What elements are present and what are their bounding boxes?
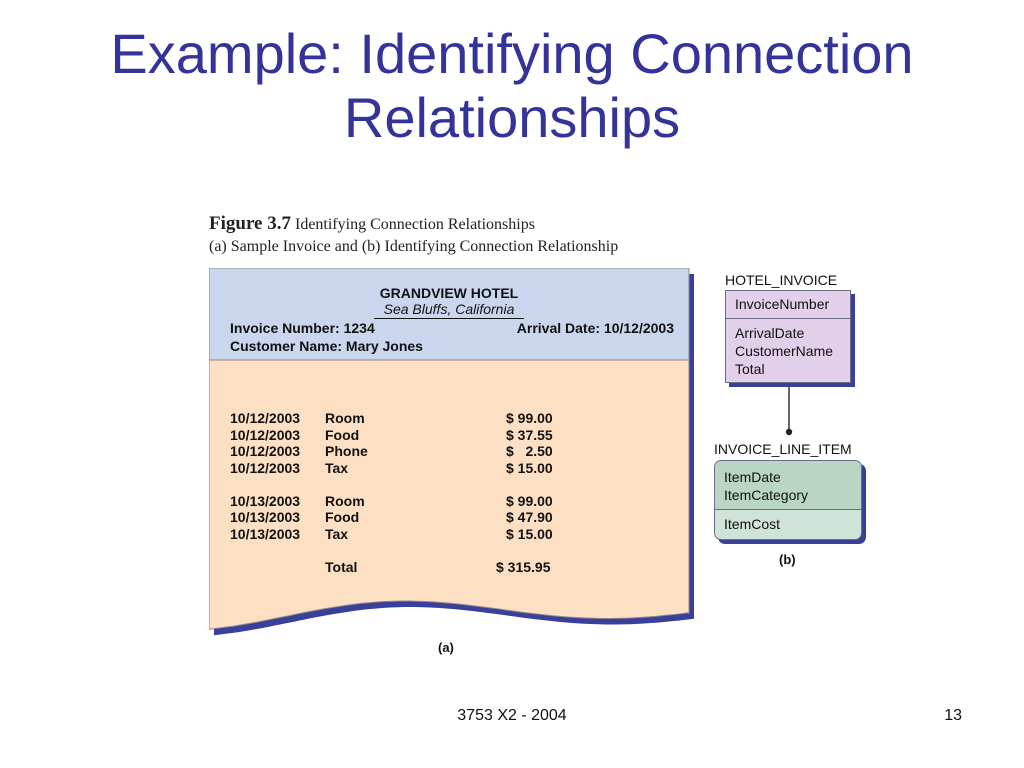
total-amount: $ 315.95 [496,558,551,575]
total-label: Total [325,558,358,575]
slide-footer: 3753 X2 - 2004 [457,707,567,724]
slide-title-line1: Example: Identifying Connection [110,22,914,85]
entity-key-attribute: InvoiceNumber [735,296,830,312]
invoice-line-item-entity: ItemDate ItemCategory ItemCost [714,460,862,540]
invoice-header-band [209,268,690,361]
arrival-date: Arrival Date: 10/12/2003 [516,320,674,336]
figure-number: Figure 3.7 [209,213,291,234]
sample-invoice: GRANDVIEW HOTEL Sea Bluffs, California I… [209,268,695,650]
entity-attribute: CustomerName [735,343,834,359]
entity-key-attribute: ItemCategory [724,487,809,503]
figure-caption: Figure 3.7 Identifying Connection Relati… [209,212,618,257]
figure-subtitle: (a) Sample Invoice and (b) Identifying C… [209,238,619,255]
slide-title: Example: Identifying Connection Relation… [0,22,1024,150]
entity-attribute: Total [735,361,765,377]
customer-name: Customer Name: Mary Jones [230,338,423,354]
invoice-line-item-entity-name: INVOICE_LINE_ITEM [714,441,852,457]
invoice-paper-shape [209,268,694,636]
figure-title: Identifying Connection Relationships [294,216,535,233]
label-b: (b) [779,552,796,567]
hotel-invoice-entity-name: HOTEL_INVOICE [725,272,838,288]
invoice-total: Total $ 315.95 [230,559,570,577]
label-a: (a) [438,640,454,655]
page-number: 13 [944,707,962,724]
connector-dot [785,428,793,436]
hotel-invoice-entity: InvoiceNumber ArrivalDate CustomerName T… [725,290,851,383]
entity-attribute: ArrivalDate [735,325,805,341]
slide-title-line2: Relationships [343,86,681,149]
hotel-location: Sea Bluffs, California [374,301,524,319]
entity-key-attribute: ItemDate [724,469,781,485]
hotel-name: GRANDVIEW HOTEL [379,285,519,301]
invoice-header: GRANDVIEW HOTEL Sea Bluffs, California I… [209,268,689,360]
entity-attribute: ItemCost [724,516,781,532]
invoice-number: Invoice Number: 1234 [230,320,375,336]
